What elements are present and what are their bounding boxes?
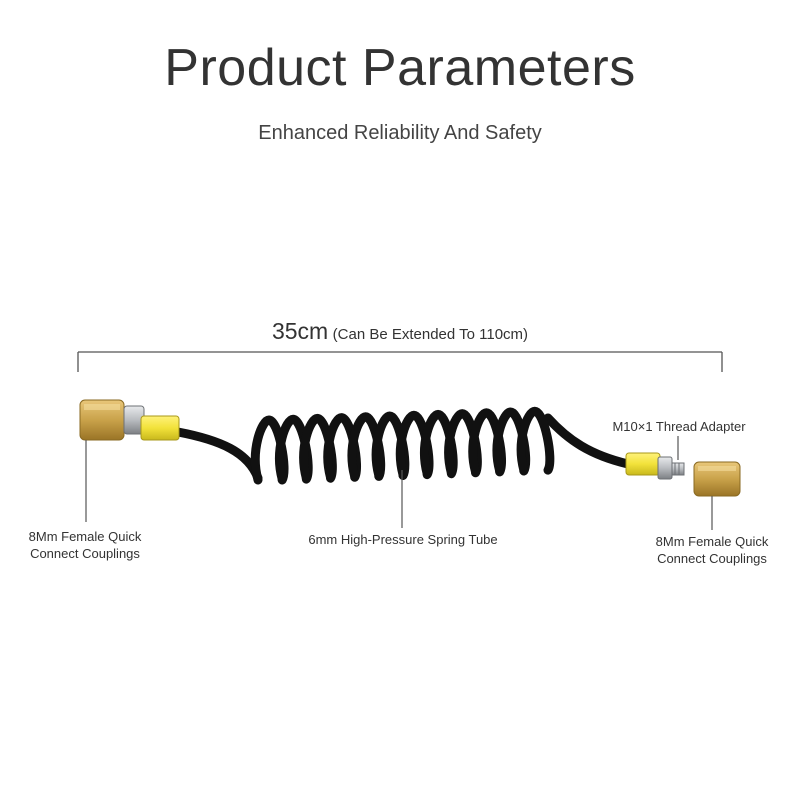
page-title: Product Parameters [164,39,636,97]
dimension-length: 35cm [271,318,329,344]
thread-adapter [671,462,685,476]
left-coupling-label: 8Mm Female Quick Connect Couplings [20,528,150,562]
left-coupling-label-line2: Connect Couplings [30,546,140,561]
right-coupling [693,461,741,497]
right-coupling-label-line2: Connect Couplings [657,551,767,566]
right-fitting [625,452,673,480]
page-subtitle: Enhanced Reliability And Safety [258,122,542,144]
dimension-note: (Can Be Extended To 110cm) [332,326,529,343]
hose-right-segment [543,413,633,469]
spring-tube-label: 6mm High-Pressure Spring Tube [308,532,498,547]
spring-coil [516,406,555,475]
thread-adapter-label: M10×1 Thread Adapter [612,419,746,434]
right-coupling-label-line1: 8Mm Female Quick [655,534,769,549]
right-coupling-label: 8Mm Female Quick Connect Couplings [646,533,778,567]
spring-tube-coils [250,406,555,485]
hose-left-segment [173,427,263,483]
dimension-bracket [77,351,723,372]
left-coupling-label-line1: 8Mm Female Quick [28,529,142,544]
dimension-label: 35cm (Can Be Extended To 110cm) [0,318,800,345]
left-coupling [79,399,180,441]
